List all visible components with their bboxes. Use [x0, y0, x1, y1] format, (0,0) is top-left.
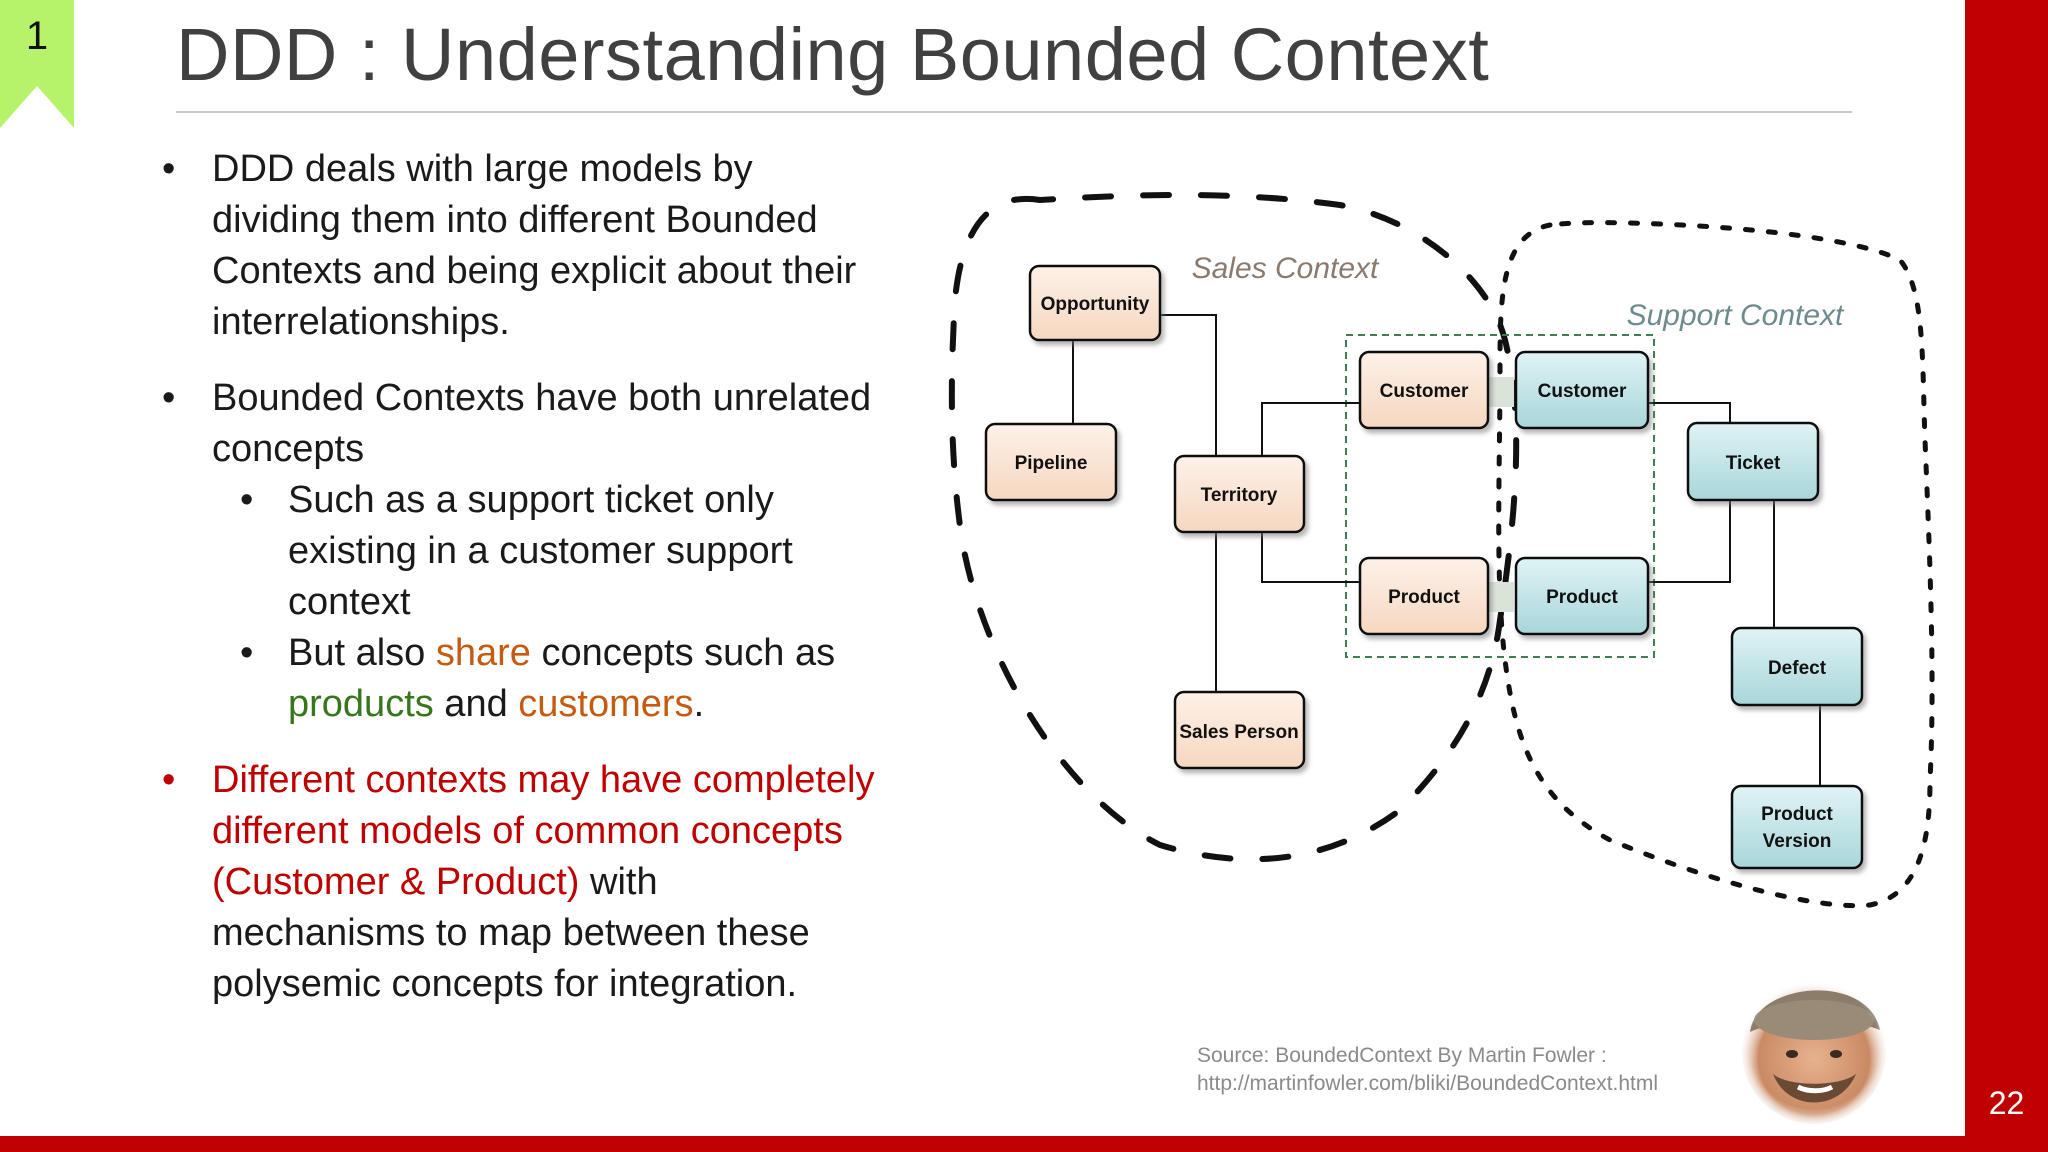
node-label: Customer	[1380, 381, 1469, 402]
node-label: Product	[1546, 587, 1618, 608]
sub-bullet-item: •Such as a support ticket only existing …	[240, 479, 793, 623]
support-context-boundary	[1496, 220, 1935, 909]
page-title: DDD : Understanding Bounded Context	[176, 13, 1490, 96]
node-label: Customer	[1538, 381, 1627, 402]
node-product-version: Product Version	[1730, 784, 1864, 870]
title-divider	[176, 111, 1852, 113]
node-label: Opportunity	[1041, 294, 1150, 315]
node-sales-customer: Customer	[1358, 350, 1490, 430]
node-opportunity: Opportunity	[1028, 264, 1162, 342]
node-ticket: Ticket	[1686, 421, 1820, 502]
accent-bar-right	[1965, 0, 2048, 1152]
node-territory: Territory	[1173, 454, 1306, 534]
highlight-share: share	[435, 632, 531, 674]
sub-bullet-text: concepts such as	[530, 632, 836, 674]
bullet-item: •Bounded Contexts have both unrelated co…	[162, 377, 872, 470]
sub-bullet-text: Such as a support ticket only existing i…	[288, 479, 793, 623]
support-context-label: Support Context	[1627, 299, 1845, 332]
node-label: Defect	[1768, 658, 1827, 679]
node-label: Pipeline	[1015, 453, 1088, 474]
highlight-customers: customers	[518, 683, 694, 725]
shared-concepts-box	[1345, 334, 1655, 658]
node-support-customer: Customer	[1514, 350, 1650, 430]
source-citation: Source: BoundedContext By Martin Fowler …	[1197, 1042, 1658, 1098]
bullet-text: Bounded Contexts have both unrelated con…	[212, 377, 872, 470]
node-label: Version	[1763, 831, 1832, 852]
sub-bullet-text: .	[693, 683, 705, 725]
section-badge: 1	[0, 0, 74, 128]
sub-bullet-text: and	[433, 683, 519, 725]
node-label: Product	[1761, 804, 1833, 825]
author-photo	[1728, 965, 1900, 1127]
sales-context-label: Sales Context	[1192, 252, 1380, 285]
node-label: Sales Person	[1179, 722, 1298, 743]
bullet-list: •DDD deals with large models by dividing…	[160, 144, 880, 1010]
node-defect: Defect	[1730, 626, 1864, 707]
node-label: Territory	[1201, 485, 1278, 506]
bullet-text: DDD deals with large models by dividing …	[212, 148, 857, 343]
page-number: 22	[1988, 1085, 2025, 1121]
node-label: Ticket	[1726, 453, 1781, 474]
sub-bullet-item: •But also share concepts such as product…	[240, 632, 836, 725]
source-line: Source: BoundedContext By Martin Fowler …	[1197, 1044, 1607, 1067]
sales-context-boundary	[948, 192, 1520, 863]
node-support-product: Product	[1514, 556, 1650, 636]
bullet-item: •Different contexts may have completely …	[162, 759, 875, 1005]
bullet-text-highlight: Different contexts may have completely d…	[212, 759, 875, 903]
connectors	[1072, 314, 1821, 786]
node-sales-person: Sales Person	[1173, 690, 1306, 770]
bullet-text: with mechanisms to map between these pol…	[212, 861, 810, 1005]
customer-mapping-link	[1486, 377, 1514, 407]
highlight-products: products	[288, 683, 434, 725]
product-mapping-link	[1486, 582, 1514, 612]
section-number: 1	[25, 14, 49, 58]
node-pipeline: Pipeline	[984, 422, 1118, 502]
bullet-item: •DDD deals with large models by dividing…	[162, 148, 857, 343]
sub-bullet-text: But also	[288, 632, 436, 674]
accent-bar-bottom	[0, 1136, 2048, 1152]
source-url: http://martinfowler.com/bliki/BoundedCon…	[1197, 1072, 1659, 1095]
node-label: Product	[1388, 587, 1460, 608]
node-sales-product: Product	[1358, 556, 1490, 636]
bookmark-icon	[0, 0, 74, 128]
